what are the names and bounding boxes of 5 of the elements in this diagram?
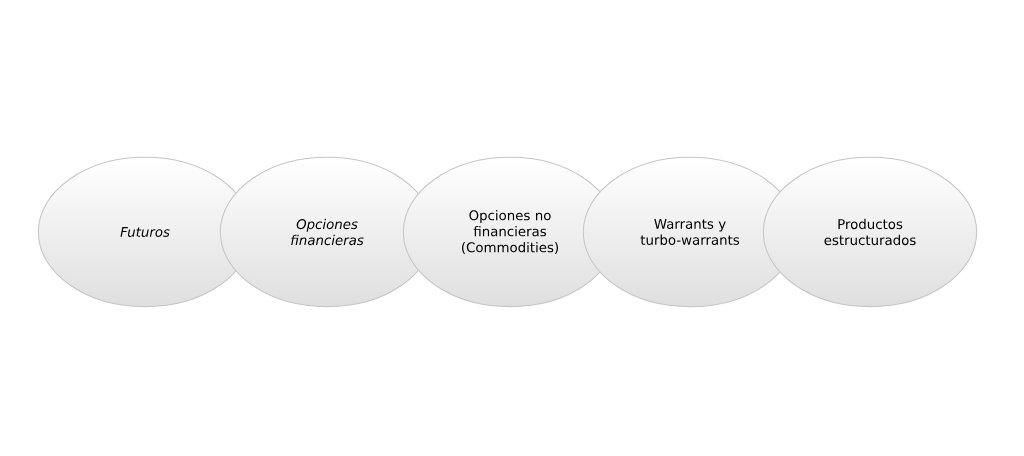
ellipse-node: Opciones financieras: [219, 156, 435, 308]
ellipse-node: Warrants y turbo-warrants: [582, 156, 798, 308]
ellipse-node: Productos estructurados: [762, 156, 978, 308]
ellipse-node: Futuros: [37, 156, 253, 308]
ellipse-node: Opciones no financieras (Commodities): [402, 156, 618, 308]
